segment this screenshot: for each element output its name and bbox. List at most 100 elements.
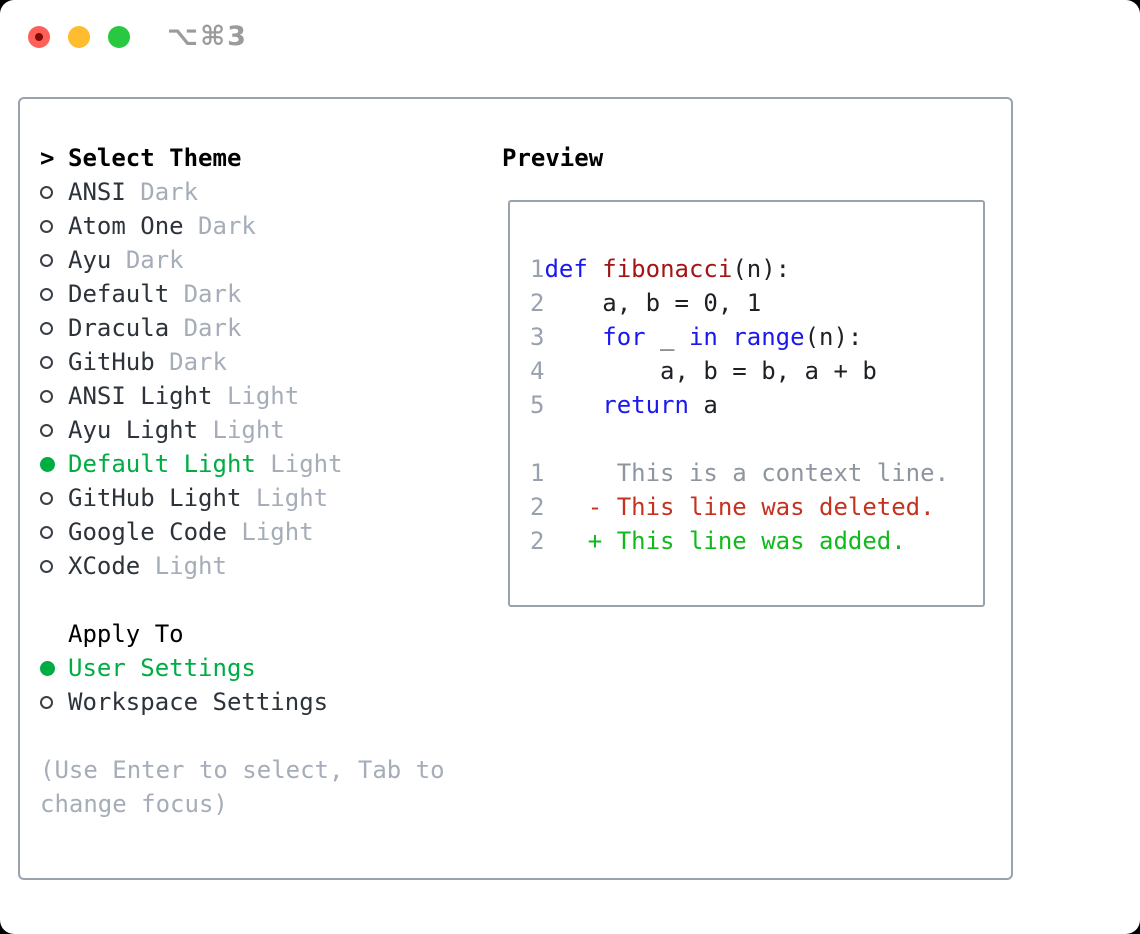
code-token: def — [544, 255, 588, 283]
code-token: (n): — [804, 323, 863, 351]
radio-selected-icon — [40, 456, 55, 472]
theme-name: GitHub Light — [68, 484, 242, 512]
theme-variant: Dark — [183, 314, 242, 342]
radio-icon — [40, 321, 53, 335]
code-line: 1 def fibonacci(n): — [530, 252, 983, 286]
radio-icon — [40, 423, 53, 437]
radio-marker — [40, 456, 68, 472]
radio-icon — [40, 253, 53, 267]
line-number: 2 — [530, 289, 545, 317]
preview-header: Preview — [502, 141, 603, 175]
theme-variant: Dark — [198, 212, 256, 240]
diff-line: 2 - This line was deleted. — [530, 490, 983, 524]
theme-option-label: Ayu Light Light — [68, 416, 285, 444]
spacer — [40, 583, 480, 617]
theme-option-google-code-light[interactable]: Google Code Light — [40, 515, 480, 549]
theme-name: ANSI Light — [68, 382, 213, 410]
apply-name: Workspace Settings — [68, 688, 329, 716]
apply-to-title: Apply To — [68, 620, 184, 648]
code-token: return — [602, 391, 689, 419]
code-line: 5 return a — [530, 388, 983, 422]
theme-option-label: Google Code Light — [68, 518, 314, 546]
theme-variant: Dark — [169, 348, 227, 376]
theme-option-default-light-light[interactable]: Default Light Light — [40, 447, 480, 481]
theme-option-label: GitHub Dark — [68, 348, 227, 376]
theme-option-label: ANSI Light Light — [68, 382, 299, 410]
apply-option-user-settings[interactable]: User Settings — [40, 651, 480, 685]
theme-variant: Dark — [140, 178, 199, 206]
theme-option-default-dark[interactable]: Default Dark — [40, 277, 480, 311]
spacer — [530, 422, 983, 456]
code-line: 2 a, b = 0, 1 — [530, 286, 983, 320]
theme-option-ayu-light-light[interactable]: Ayu Light Light — [40, 413, 480, 447]
line-number: 2 — [530, 493, 545, 521]
theme-option-label: ANSI Dark — [68, 178, 198, 206]
radio-icon — [40, 559, 53, 573]
theme-name: Ayu — [68, 246, 112, 274]
zoom-button[interactable] — [108, 26, 130, 48]
theme-name: Dracula — [68, 314, 170, 342]
theme-option-xcode-light[interactable]: XCode Light — [40, 549, 480, 583]
diff-text: + This line was added. — [544, 527, 906, 555]
radio-icon — [40, 695, 53, 709]
radio-icon — [40, 219, 53, 233]
theme-variant: Light — [226, 382, 300, 410]
theme-option-ansi-light-light[interactable]: ANSI Light Light — [40, 379, 480, 413]
code-token — [544, 323, 602, 351]
theme-option-label: Default Dark — [68, 280, 241, 308]
focus-caret-icon: > — [40, 144, 55, 172]
theme-menu-title: Select Theme — [68, 144, 242, 172]
code-token — [544, 391, 602, 419]
theme-option-label: XCode Light — [68, 552, 227, 580]
theme-option-atom-one-dark[interactable]: Atom One Dark — [40, 209, 480, 243]
apply-to-header: Apply To — [40, 617, 480, 651]
code-token: _ — [645, 323, 689, 351]
close-button[interactable] — [28, 26, 50, 48]
line-number: 1 — [530, 459, 545, 487]
radio-marker — [40, 559, 68, 573]
code-token: (n): — [732, 255, 791, 283]
theme-name: Google Code — [68, 518, 227, 546]
radio-marker — [40, 660, 68, 676]
radio-icon — [40, 355, 53, 369]
theme-variant: Light — [255, 484, 329, 512]
theme-option-github-dark[interactable]: GitHub Dark — [40, 345, 480, 379]
code-token — [588, 255, 602, 283]
code-token: a, b = b, a + b — [544, 357, 877, 385]
theme-variant: Light — [212, 416, 285, 444]
diff-line: 2 + This line was added. — [530, 524, 983, 558]
theme-option-dracula-dark[interactable]: Dracula Dark — [40, 311, 480, 345]
theme-option-ayu-dark[interactable]: Ayu Dark — [40, 243, 480, 277]
code-token: for — [602, 323, 646, 351]
radio-marker — [40, 525, 68, 539]
apply-option-label: Workspace Settings — [68, 688, 328, 716]
theme-option-label: Atom One Dark — [68, 212, 256, 240]
spacer — [40, 719, 480, 753]
code-token: a — [688, 391, 718, 419]
apply-option-workspace-settings[interactable]: Workspace Settings — [40, 685, 480, 719]
line-number: 4 — [530, 357, 545, 385]
line-number: 1 — [530, 255, 545, 283]
radio-marker — [40, 185, 68, 199]
radio-selected-icon — [40, 660, 55, 676]
radio-marker — [40, 355, 68, 369]
theme-name: Default — [68, 280, 170, 308]
code-token — [718, 323, 732, 351]
code-line: 3 for _ in range(n): — [530, 320, 983, 354]
diff-text: This is a context line. — [544, 459, 950, 487]
radio-marker — [40, 695, 68, 709]
theme-option-ansi-dark[interactable]: ANSI Dark — [40, 175, 480, 209]
diff-line: 1 This is a context line. — [530, 456, 983, 490]
radio-marker — [40, 253, 68, 267]
line-number: 2 — [530, 527, 545, 555]
diff-preview: 1 This is a context line.2 - This line w… — [530, 456, 983, 558]
theme-option-github-light-light[interactable]: GitHub Light Light — [40, 481, 480, 515]
code-token: range — [732, 323, 805, 351]
minimize-button[interactable] — [68, 26, 90, 48]
code-token: a, b = 0, 1 — [544, 289, 762, 317]
